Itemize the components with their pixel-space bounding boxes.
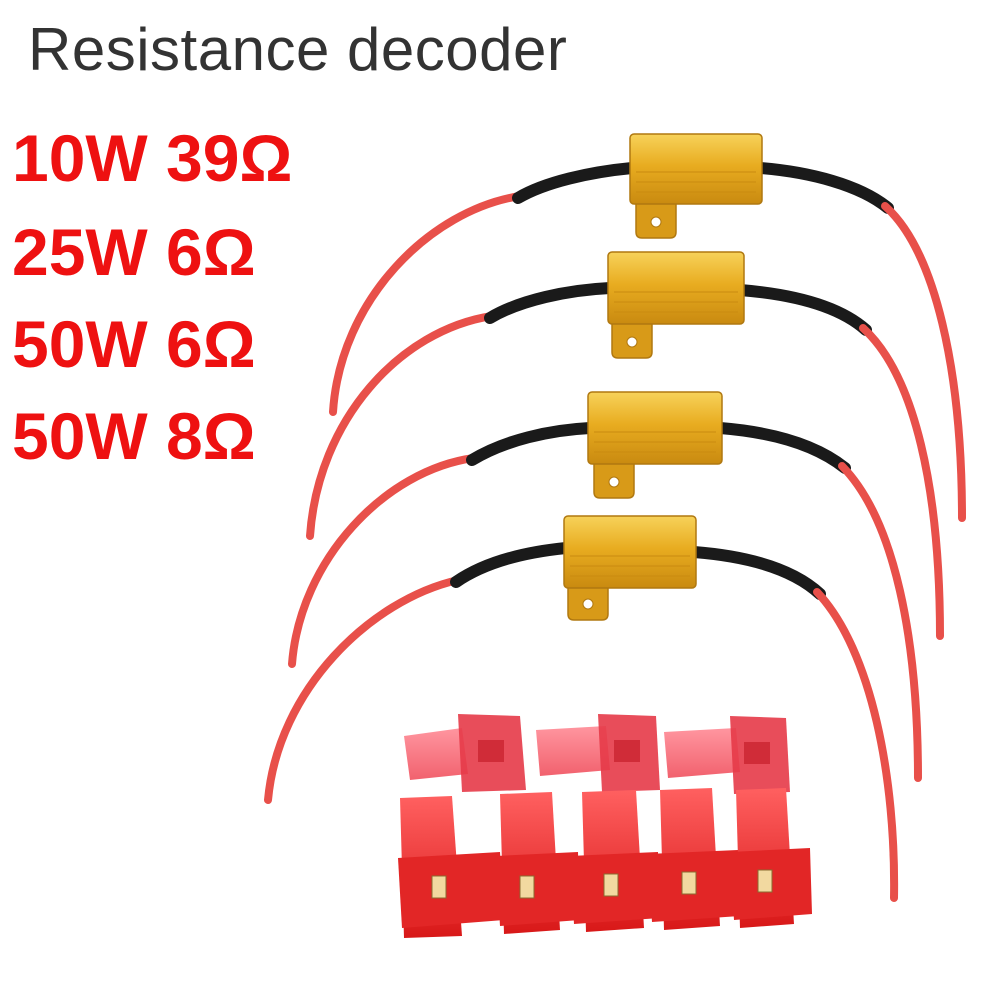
red-wire-left [329,192,524,416]
red-wire-right [838,462,922,782]
black-sleeve-left [484,282,616,324]
tap-connector-icon [404,714,526,792]
load-resistor-4 [264,515,899,902]
tap-connector-icon [648,788,740,930]
connector-row-top [404,714,790,794]
red-wire-left [306,312,496,540]
red-wire-left [264,576,462,804]
red-wire-left [288,454,478,668]
black-sleeve-left [512,162,638,204]
black-sleeve-right [714,422,851,474]
spec-label-50w-6ohm: 50W 6Ω [12,307,256,381]
red-wire-right [859,324,944,640]
page-title: Resistance decoder [28,16,568,83]
red-wire-right [813,588,899,902]
connector-row-bottom [398,788,812,938]
load-resistor-3 [288,391,922,782]
spec-label-25w-6ohm: 25W 6Ω [12,215,256,289]
red-wire-right [881,202,966,522]
spec-label-10w-39ohm: 10W 39Ω [12,121,293,195]
tap-connector-icon [570,790,660,932]
gold-resistor-body [587,391,723,465]
load-resistor-1 [329,133,966,522]
gold-resistor-body [607,251,745,325]
load-resistor-2 [306,251,944,640]
black-sleeve-right [734,284,872,336]
tap-connector-icon [496,792,580,934]
tap-connector-icon [398,796,504,938]
tap-connector-icon [664,716,790,794]
black-sleeve-left [466,422,596,466]
tap-connector-icon [730,788,812,928]
gold-resistor-body [629,133,763,205]
tap-connector-icon [536,714,660,792]
spec-label-50w-8ohm: 50W 8Ω [12,399,256,473]
black-sleeve-right [688,546,826,600]
black-sleeve-right [754,162,894,214]
black-sleeve-left [450,542,572,588]
gold-resistor-body [563,515,697,589]
